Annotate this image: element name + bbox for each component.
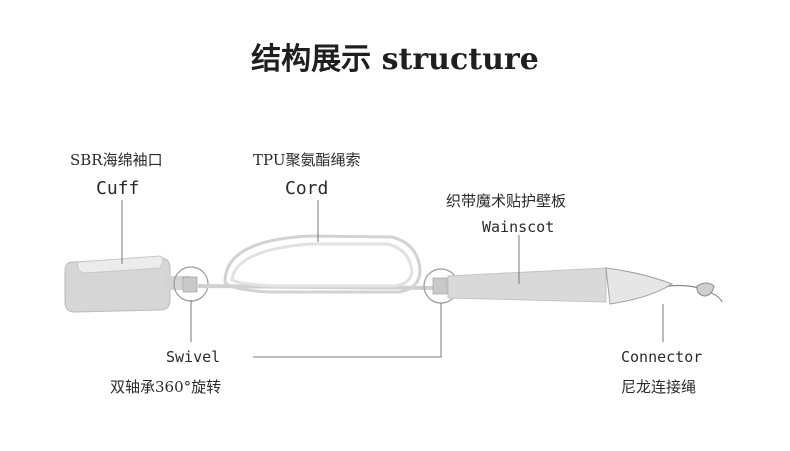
swivel-part xyxy=(182,276,198,293)
wainscot-tube xyxy=(447,267,607,303)
cord-loop xyxy=(223,234,422,294)
connector-cone xyxy=(605,267,674,305)
swivel-leader-2 xyxy=(253,303,442,358)
cord-label-en: Cord xyxy=(285,178,329,199)
connector-knot xyxy=(696,282,715,297)
cuff-label-en: Cuff xyxy=(96,178,140,199)
page-title: 结构展示 structure xyxy=(251,42,539,77)
cuff-shape xyxy=(64,255,171,313)
swivel-part-2 xyxy=(432,277,448,295)
swivel-label-en: Swivel xyxy=(166,348,221,366)
wainscot-label-cn: 织带魔术贴护壁板 xyxy=(446,192,567,210)
swivel-label-cn: 双轴承360°旋转 xyxy=(110,378,222,396)
connector-label-en: Connector xyxy=(621,348,703,366)
cord-label-cn: TPU聚氨酯绳索 xyxy=(253,151,361,169)
cuff-label-cn: SBR海绵袖口 xyxy=(70,151,163,169)
wainscot-label-en: Wainscot xyxy=(482,218,555,236)
connector-label-cn: 尼龙连接绳 xyxy=(621,378,697,396)
